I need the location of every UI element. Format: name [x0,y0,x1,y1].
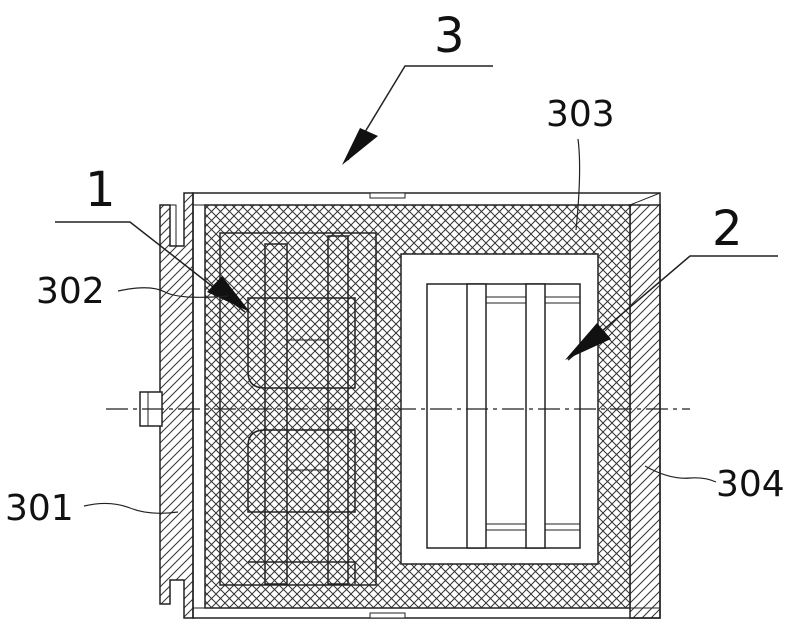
arrowhead-3 [342,128,378,165]
component-2-outer [427,284,580,548]
label-1: 1 [85,162,116,218]
leader-3 [348,66,493,160]
label-301: 301 [5,488,74,529]
label-304: 304 [716,464,785,505]
component-1-shaft-right [328,236,348,584]
housing-left-wall-301 [160,193,193,618]
label-2: 2 [712,201,743,257]
housing-right-wall-304 [630,205,660,618]
component-1-shaft-left [265,244,287,584]
label-3: 3 [434,8,465,64]
component-2-bar-left [467,284,486,548]
label-302: 302 [36,271,105,312]
component-2-bar-right [526,284,545,548]
label-303: 303 [546,94,615,135]
